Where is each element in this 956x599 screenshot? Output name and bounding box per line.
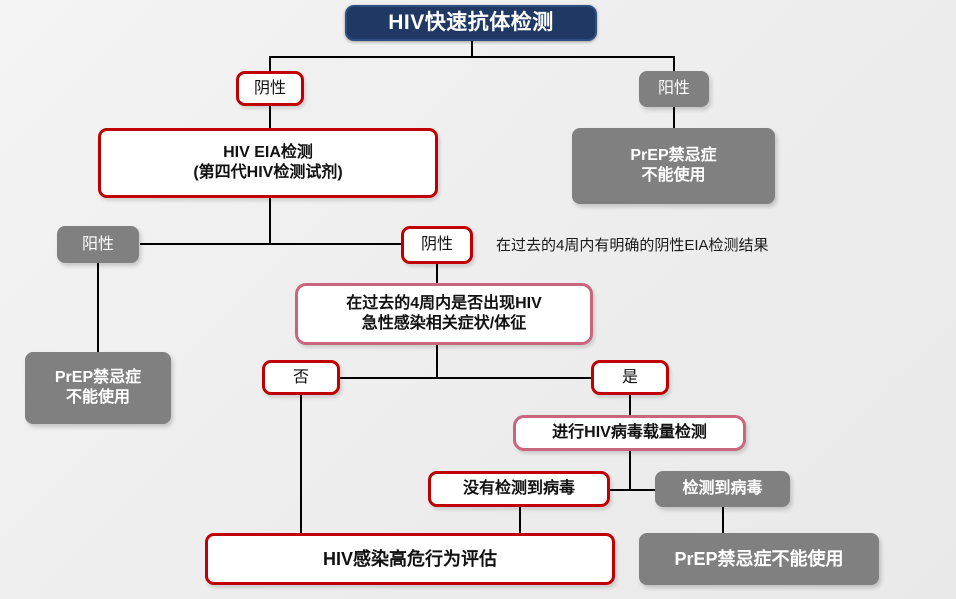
connector-root-down xyxy=(471,38,473,58)
connector-viral-result-split xyxy=(603,489,677,491)
node-virus-not-detected-label: 没有检测到病毒 xyxy=(462,480,575,497)
node-risk-assessment-label: HIV感染高危行为评估 xyxy=(322,548,497,569)
connector-to-rapid-positive xyxy=(673,56,675,72)
node-rapid-positive-label: 阳性 xyxy=(657,80,690,97)
node-prep-contraindication-right-line2: 不能使用 xyxy=(641,167,706,184)
node-answer-no-label: 否 xyxy=(292,368,309,386)
connector-eia-positive-to-prep-left xyxy=(97,263,99,353)
connector-eia-result-split xyxy=(140,243,436,245)
node-acute-symptoms-question-line2: 急性感染相关症状/体征 xyxy=(361,315,527,332)
node-root-title-label: HIV快速抗体检测 xyxy=(388,10,554,34)
node-rapid-negative[interactable]: 阴性 xyxy=(236,71,304,106)
connector-rapid-positive-to-prep-right xyxy=(673,106,675,129)
connector-detected-to-prep-bottom xyxy=(722,507,724,533)
node-viral-load-test[interactable]: 进行HIV病毒载量检测 xyxy=(513,415,746,451)
connector-yes-to-viral-load xyxy=(629,395,631,415)
node-prep-contraindication-right-line1: PrEP禁忌症 xyxy=(630,147,717,164)
node-eia-test-line2: (第四代HIV检测试剂) xyxy=(193,164,343,181)
node-viral-load-test-label: 进行HIV病毒载量检测 xyxy=(552,424,707,441)
node-eia-positive[interactable]: 阳性 xyxy=(57,226,139,263)
connector-symptoms-down xyxy=(436,344,438,378)
node-prep-contraindication-left-line1: PrEP禁忌症 xyxy=(54,369,142,386)
connector-not-detected-to-risk-assessment xyxy=(519,507,521,533)
node-risk-assessment[interactable]: HIV感染高危行为评估 xyxy=(205,533,615,585)
node-eia-test-line1: HIV EIA检测 xyxy=(223,144,313,161)
connector-rapid-negative-to-eia xyxy=(269,105,271,129)
connector-viral-load-down xyxy=(629,450,631,490)
node-virus-detected-label: 检测到病毒 xyxy=(682,480,763,497)
node-eia-test[interactable]: HIV EIA检测 (第四代HIV检测试剂) xyxy=(98,128,438,198)
connector-eia-down xyxy=(269,197,271,244)
node-prep-contraindication-bottom-label: PrEP禁忌症不能使用 xyxy=(674,548,844,569)
connector-no-to-risk-assessment xyxy=(300,395,302,533)
connector-to-rapid-negative xyxy=(269,56,271,72)
node-eia-negative[interactable]: 阴性 xyxy=(401,226,473,264)
node-prep-contraindication-left-line2: 不能使用 xyxy=(65,389,130,406)
node-rapid-negative-label: 阴性 xyxy=(253,79,286,97)
node-rapid-positive[interactable]: 阳性 xyxy=(639,71,709,107)
connector-eia-negative-to-symptoms xyxy=(436,263,438,283)
connector-top-split xyxy=(270,56,675,58)
node-answer-no[interactable]: 否 xyxy=(262,360,340,395)
node-answer-yes-label: 是 xyxy=(621,368,638,386)
node-virus-not-detected[interactable]: 没有检测到病毒 xyxy=(428,471,610,507)
node-eia-positive-label: 阳性 xyxy=(81,235,114,253)
node-prep-contraindication-right[interactable]: PrEP禁忌症 不能使用 xyxy=(572,128,775,204)
node-acute-symptoms-question[interactable]: 在过去的4周内是否出现HIV 急性感染相关症状/体征 xyxy=(295,283,593,345)
node-acute-symptoms-question-line1: 在过去的4周内是否出现HIV xyxy=(346,295,542,312)
connector-yesno-split xyxy=(301,377,630,379)
node-answer-yes[interactable]: 是 xyxy=(591,360,669,395)
node-prep-contraindication-bottom[interactable]: PrEP禁忌症不能使用 xyxy=(639,533,879,585)
node-virus-detected[interactable]: 检测到病毒 xyxy=(655,471,790,507)
node-prep-contraindication-left[interactable]: PrEP禁忌症 不能使用 xyxy=(25,352,171,424)
annotation-prior-negative-eia: 在过去的4周内有明确的阴性EIA检测结果 xyxy=(496,237,769,254)
node-root-title[interactable]: HIV快速抗体检测 xyxy=(345,5,597,41)
node-eia-negative-label: 阴性 xyxy=(420,236,453,253)
